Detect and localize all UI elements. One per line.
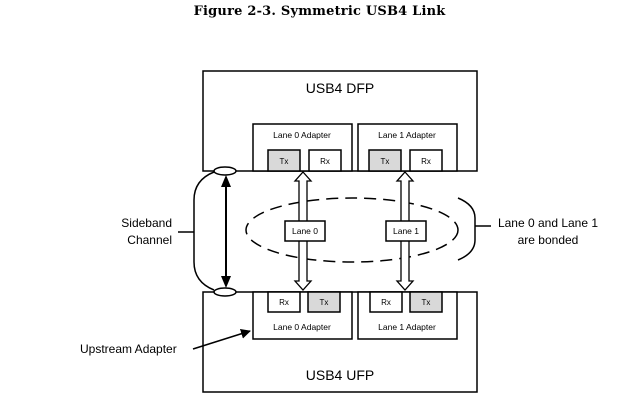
ufp-lane1-tx-label: Tx	[422, 298, 431, 307]
ufp-lane1-rx-label: Rx	[381, 298, 391, 307]
ufp-lane0-rx-port	[267, 291, 301, 313]
ufp-label: USB4 UFP	[306, 367, 374, 383]
dfp-lane1-rx-port	[409, 149, 443, 172]
dfp-lane0-tx-port	[267, 149, 301, 172]
lane1-label: Lane 1	[393, 226, 419, 236]
dfp-lane0-tx-label: Tx	[280, 157, 289, 166]
dfp-lane0-rx-port	[308, 149, 342, 172]
dfp-router: USB4 DFP Lane 0 Adapter Tx Rx Lane 1 Ada…	[202, 70, 478, 172]
sideband-bracket	[193, 171, 215, 291]
bonded-label-line2: are bonded	[518, 233, 579, 247]
ufp-lane0-adapter: Rx Tx Lane 0 Adapter	[252, 291, 353, 340]
ufp-lane1-tx-port	[409, 291, 443, 313]
lane0-label: Lane 0	[292, 226, 318, 236]
lane0-label-box: Lane 0	[284, 220, 326, 242]
bonding-ellipse	[245, 197, 459, 263]
ufp-lane0-rx-label: Rx	[279, 298, 289, 307]
dfp-lane1-tx-port	[368, 149, 402, 172]
sideband-label-line1: Sideband	[121, 216, 172, 230]
bonded-label-line1: Lane 0 and Lane 1	[498, 216, 598, 230]
ufp-lane0-adapter-label: Lane 0 Adapter	[273, 322, 331, 332]
dfp-lane1-rx-label: Rx	[421, 157, 431, 166]
dfp-lane0-rx-label: Rx	[320, 157, 330, 166]
sideband-arrow	[221, 175, 231, 288]
bonded-bracket	[457, 197, 476, 261]
dfp-lane1-adapter-label: Lane 1 Adapter	[378, 130, 436, 140]
ufp-router: USB4 UFP Rx Tx Lane 0 Adapter Rx Tx Lane…	[202, 291, 478, 393]
dfp-sideband-connector	[213, 166, 237, 176]
dfp-lane0-adapter-label: Lane 0 Adapter	[273, 130, 331, 140]
ufp-lane0-tx-port	[307, 291, 341, 313]
dfp-label: USB4 DFP	[306, 80, 374, 96]
ufp-lane1-rx-port	[369, 291, 403, 313]
lane1-label-box: Lane 1	[385, 220, 427, 242]
ufp-lane1-adapter: Rx Tx Lane 1 Adapter	[357, 291, 458, 340]
dfp-lane0-adapter: Lane 0 Adapter Tx Rx	[252, 123, 353, 172]
dfp-lane1-tx-label: Tx	[381, 157, 390, 166]
dfp-lane1-adapter: Lane 1 Adapter Tx Rx	[357, 123, 458, 172]
ufp-sideband-connector	[213, 287, 237, 297]
ufp-lane1-adapter-label: Lane 1 Adapter	[378, 322, 436, 332]
ufp-lane0-tx-label: Tx	[320, 298, 329, 307]
upstream-adapter-label: Upstream Adapter	[80, 342, 177, 356]
sideband-label-line2: Channel	[127, 233, 172, 247]
figure-title: Figure 2-3. Symmetric USB4 Link	[193, 4, 446, 19]
upstream-adapter-pointer	[192, 328, 251, 350]
